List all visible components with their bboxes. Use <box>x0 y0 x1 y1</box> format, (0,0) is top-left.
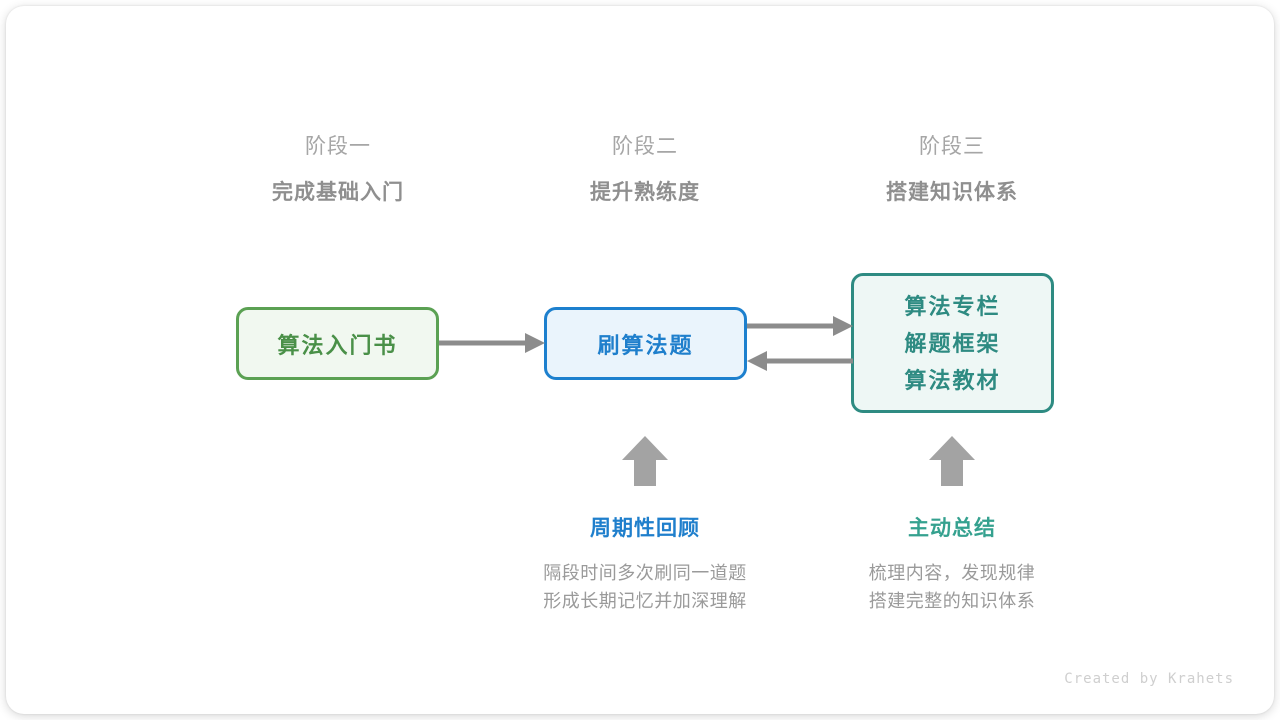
node-label: 刷算法题 <box>597 332 694 358</box>
note-title: 周期性回顾 <box>590 517 700 540</box>
node-label-line-1: 算法专栏 <box>904 293 1001 319</box>
stage-number-3: 阶段三 <box>919 135 985 158</box>
node-algorithm-intro-book[interactable]: 算法入门书 <box>236 307 439 380</box>
arrow-resources-to-practice-icon <box>747 351 853 371</box>
stage-number-1: 阶段一 <box>305 135 371 158</box>
stage-number-2: 阶段二 <box>612 135 678 158</box>
node-learning-resources[interactable]: 算法专栏 解题框架 算法教材 <box>851 273 1054 413</box>
arrow-practice-to-resources-icon <box>747 316 853 336</box>
node-label-line-3: 算法教材 <box>904 367 1001 393</box>
note-body-line-2: 搭建完整的知识体系 <box>868 591 1036 611</box>
note-body-line-1: 隔段时间多次刷同一道题 <box>543 563 747 583</box>
note-body: 隔段时间多次刷同一道题 形成长期记忆并加深理解 <box>495 559 795 615</box>
stage-title-1: 完成基础入门 <box>272 181 404 204</box>
stage-header-1: 阶段一 完成基础入门 <box>218 132 458 208</box>
arrow-book-to-practice-icon <box>439 333 545 353</box>
note-periodic-review: 周期性回顾 隔段时间多次刷同一道题 形成长期记忆并加深理解 <box>495 514 795 615</box>
note-body-line-2: 形成长期记忆并加深理解 <box>543 591 747 611</box>
note-title: 主动总结 <box>908 517 996 540</box>
stage-header-3: 阶段三 搭建知识体系 <box>832 132 1072 208</box>
stage-title-3: 搭建知识体系 <box>886 181 1018 204</box>
diagram-card: 阶段一 完成基础入门 阶段二 提升熟练度 阶段三 搭建知识体系 算法入门书 刷算… <box>6 6 1274 714</box>
node-practice-problems[interactable]: 刷算法题 <box>544 307 747 380</box>
arrow-up-periodic-review-icon <box>622 436 668 486</box>
note-body-line-1: 梳理内容，发现规律 <box>868 563 1036 583</box>
node-label-line-2: 解题框架 <box>904 330 1001 356</box>
watermark-credit: Created by Krahets <box>1064 671 1234 687</box>
stage-title-2: 提升熟练度 <box>590 181 700 204</box>
node-label: 算法入门书 <box>277 332 398 358</box>
arrow-up-active-summary-icon <box>929 436 975 486</box>
note-body: 梳理内容，发现规律 搭建完整的知识体系 <box>802 559 1102 615</box>
note-active-summary: 主动总结 梳理内容，发现规律 搭建完整的知识体系 <box>802 514 1102 615</box>
stage-header-2: 阶段二 提升熟练度 <box>525 132 765 208</box>
